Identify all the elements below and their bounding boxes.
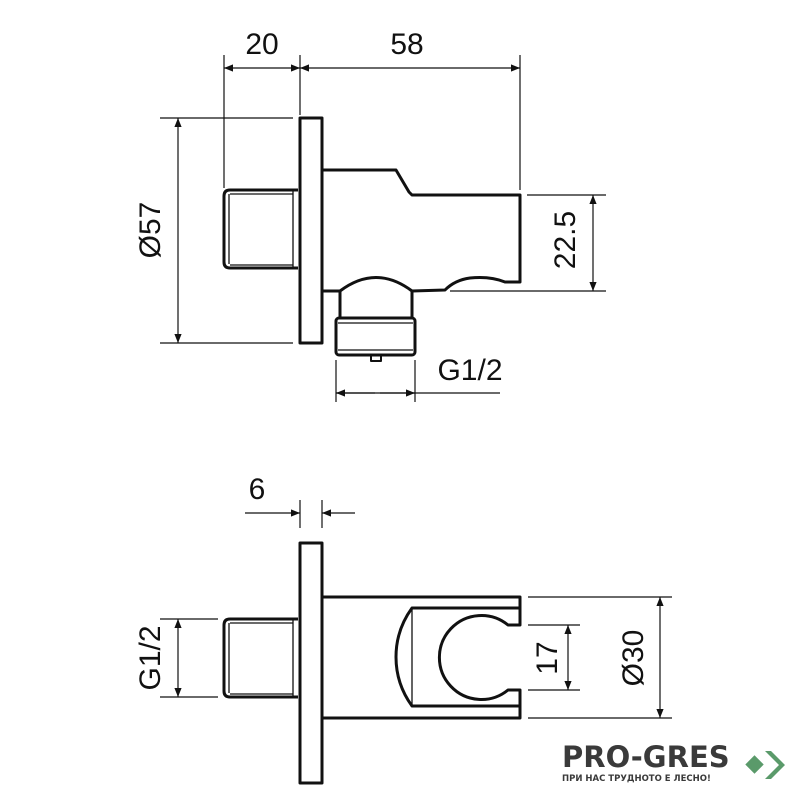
dim-plate-diameter: Ø57 bbox=[134, 202, 167, 259]
wall-plate bbox=[298, 116, 324, 345]
dim-outlet-thread: G1/2 bbox=[437, 354, 502, 387]
dim-holder-height: 22.5 bbox=[549, 211, 582, 269]
logo-diamond-icon bbox=[745, 751, 785, 779]
dim-flange-depth: 20 bbox=[245, 28, 278, 61]
logo-tagline: ПРИ НАС ТРУДНОТО Е ЛЕСНО! bbox=[562, 774, 711, 784]
holder-slot bbox=[394, 606, 520, 708]
wall-plate-bottom bbox=[298, 541, 324, 785]
pro-gres-logo: PRO-GRES ПРИ НАС ТРУДНОТО Е ЛЕСНО! bbox=[562, 742, 730, 784]
dim-body-length: 58 bbox=[390, 28, 423, 61]
inlet-nipple bbox=[222, 188, 298, 270]
dim-inlet-thread: G1/2 bbox=[134, 625, 167, 690]
dim-hook-opening: 17 bbox=[531, 641, 564, 674]
holder-body bbox=[322, 168, 522, 293]
dim-plate-thickness: 6 bbox=[249, 473, 266, 506]
holder-body-bottom bbox=[322, 595, 522, 720]
top-view: 20 58 Ø57 22.5 G1/2 bbox=[134, 28, 606, 402]
logo-name: PRO-GRES bbox=[562, 740, 730, 774]
bottom-view: 6 G1/2 17 Ø30 bbox=[134, 473, 672, 785]
dim-body-diameter: Ø30 bbox=[617, 630, 650, 687]
outlet-valve bbox=[334, 276, 417, 362]
inlet-nipple-bottom bbox=[222, 617, 298, 699]
